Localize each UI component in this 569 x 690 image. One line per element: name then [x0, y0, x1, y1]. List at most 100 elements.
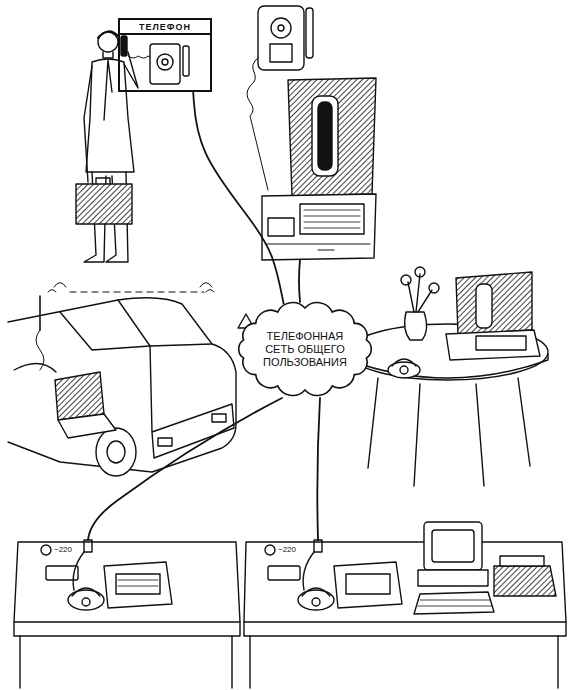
desk-left-part — [41, 545, 51, 555]
desk-right-part — [314, 540, 322, 552]
round-table-part — [348, 324, 548, 380]
car-part — [96, 428, 136, 476]
desk-left-part — [14, 622, 240, 636]
round-table-part — [368, 378, 530, 486]
round-table-part — [476, 336, 526, 350]
round-table-part — [446, 330, 540, 360]
round-table-part — [415, 267, 425, 277]
desk-right-part — [334, 562, 402, 608]
booth-telephone — [150, 44, 189, 84]
round-table-part — [392, 359, 416, 366]
car-part — [55, 372, 104, 420]
car-part — [107, 441, 125, 463]
round-table-part — [456, 272, 532, 334]
terminal-case-part — [318, 102, 332, 170]
desk-left-part — [88, 398, 282, 540]
terminal-case-part — [266, 244, 370, 250]
desk-right-part — [494, 566, 556, 596]
desk-right-part — [250, 636, 558, 688]
desk-right-part — [244, 542, 566, 622]
terminal-case — [262, 78, 376, 302]
desk-right-part — [424, 522, 482, 570]
wall-telephone-part — [247, 58, 268, 190]
desk-left-part — [72, 588, 100, 596]
wall-telephone-part — [270, 44, 292, 62]
desk-left-part — [84, 540, 92, 552]
car-part — [212, 414, 226, 422]
wall-telephone-part — [306, 8, 313, 58]
man-figure-part — [86, 59, 134, 172]
voltage-label: ~220 — [53, 545, 73, 554]
round-table-part — [401, 275, 411, 285]
man-figure-part — [98, 32, 118, 52]
desk-right — [244, 398, 566, 688]
desk-right-part — [268, 566, 300, 580]
node-label: ТЕЛЕФОННАЯ СЕТЬ ОБЩЕГО ПОЛЬЗОВАНИЯ — [263, 330, 347, 369]
desk-right-part — [265, 545, 275, 555]
desk-right-part — [298, 590, 334, 610]
desk-left-part — [68, 590, 104, 610]
wall-telephone-part — [258, 6, 304, 70]
round-table — [348, 267, 548, 486]
terminal-case-part — [300, 204, 364, 234]
network-cloud: ТЕЛЕФОННАЯ СЕТЬ ОБЩЕГО ПОЛЬЗОВАНИЯ — [234, 300, 376, 398]
car-part — [39, 296, 41, 330]
car-part — [58, 414, 116, 438]
desk-left-part — [118, 580, 158, 586]
desk-right-part — [418, 570, 488, 586]
desk-right-part — [418, 600, 492, 606]
wall-telephone-part — [271, 18, 291, 38]
desk-left-part — [116, 574, 160, 594]
car-part — [118, 300, 212, 346]
booth-telephone-part — [150, 44, 180, 84]
desk-right-part — [414, 592, 494, 614]
round-table-part — [400, 366, 408, 374]
man-figure-part — [98, 31, 118, 38]
terminal-case-part — [304, 210, 360, 228]
voltage-label: ~220 — [277, 545, 297, 554]
desk-left — [14, 398, 282, 688]
desk-right-part — [500, 556, 544, 566]
wall-telephone-part — [278, 25, 284, 31]
car-part — [14, 363, 56, 372]
man-figure-part — [104, 60, 112, 120]
phone-line — [193, 92, 283, 304]
car — [8, 283, 254, 477]
terminal-case-part — [299, 260, 300, 302]
terminal-case-part — [268, 218, 294, 236]
man-figure-part — [84, 66, 92, 182]
desk-left-part — [104, 562, 172, 608]
terminal-case-part — [312, 96, 338, 176]
booth-telephone-part — [183, 46, 189, 76]
node-label: ТЕЛЕФОН — [120, 20, 210, 35]
car-part — [60, 312, 150, 350]
round-table-part — [429, 283, 439, 293]
desk-right-part — [244, 622, 566, 636]
booth-sign: ТЕЛЕФОН — [118, 18, 212, 92]
desk-right-part — [317, 398, 320, 540]
cloud-outline-path — [239, 303, 372, 396]
car-part — [70, 291, 204, 292]
round-table-part — [405, 312, 427, 340]
car-part — [200, 283, 214, 293]
booth-telephone-part — [162, 59, 168, 65]
terminal-case-part — [262, 194, 376, 260]
desk-left-part — [20, 636, 232, 688]
car-part — [150, 346, 152, 432]
desk-right-part — [346, 574, 390, 594]
man-figure-part — [103, 52, 113, 58]
desk-right-part — [302, 588, 330, 596]
desk-left-part — [46, 566, 78, 580]
car-part — [48, 283, 66, 293]
desk-left-part — [14, 542, 240, 622]
desk-right-part — [303, 552, 314, 590]
illustration-part — [8, 6, 566, 688]
man-figure-part — [76, 184, 132, 224]
round-table-part — [476, 284, 492, 328]
terminal-case-part — [288, 78, 376, 196]
desk-right-part — [432, 530, 474, 562]
man-figure-part — [121, 36, 127, 56]
desk-left-part — [82, 598, 90, 606]
desk-right-part — [312, 598, 320, 606]
